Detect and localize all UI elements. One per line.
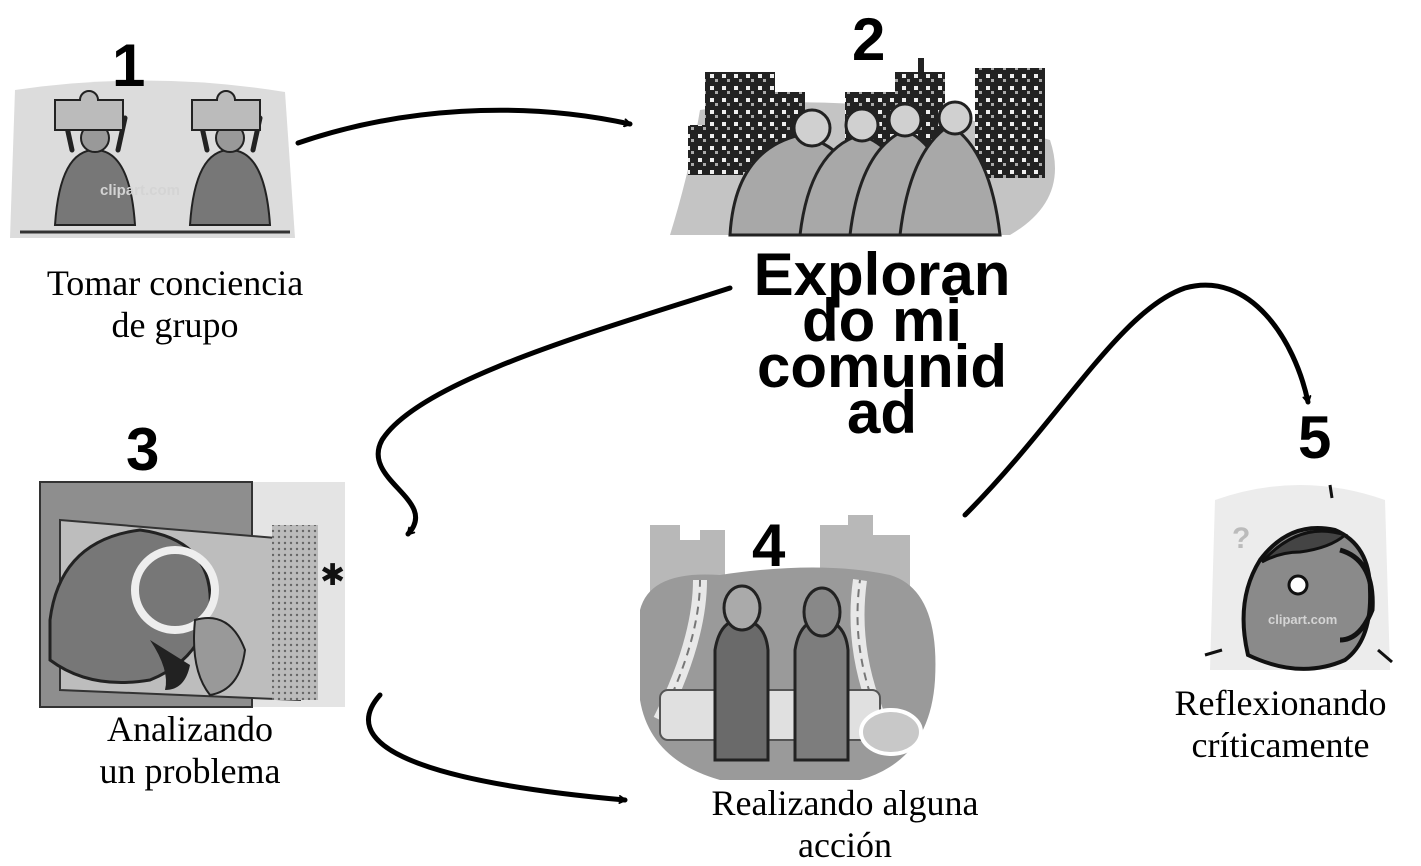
- step-2-caption-line-3: comunid: [757, 333, 1007, 400]
- thinking-person-icon: ?: [1204, 484, 1393, 671]
- step-5-watermark: clipart.com: [1268, 612, 1338, 627]
- step-1-caption-line-1: Tomar conciencia: [46, 263, 304, 303]
- detective-pipe-icon: ✱: [39, 481, 345, 708]
- step-2-caption-line-1: Exploran: [753, 241, 1011, 308]
- svg-text:?: ?: [1232, 522, 1250, 555]
- step-4-caption: Realizando alguna acción: [640, 782, 1050, 866]
- puzzle-people-icon: [10, 80, 295, 238]
- people-on-road-icon: [640, 515, 936, 780]
- step-1-caption-line-2: de grupo: [111, 305, 239, 345]
- step-5-caption-line-1: Reflexionando: [1174, 683, 1387, 723]
- arrow-2-to-3: [375, 285, 733, 537]
- svg-text:✱: ✱: [320, 558, 345, 593]
- step-3-caption-line-2: un problema: [99, 751, 281, 791]
- step-4-caption-line-2: acción: [798, 825, 892, 865]
- step-4-number: 4: [752, 512, 786, 579]
- step-2-caption-line-4: ad: [846, 379, 918, 446]
- step-5-number: 5: [1298, 404, 1332, 471]
- step-1-watermark: clipart.com: [100, 182, 181, 199]
- step-5-caption-line-2: críticamente: [1191, 725, 1370, 765]
- step-2-number: 2: [852, 6, 886, 73]
- step-1-caption: Tomar conciencia de grupo: [0, 262, 350, 346]
- step-4-caption-line-1: Realizando alguna: [711, 783, 979, 823]
- step-2-caption: Exploran do mi comunid ad: [732, 241, 1032, 446]
- step-2-caption-line-2: do mi: [802, 287, 962, 354]
- step-5-caption: Reflexionando críticamente: [1140, 682, 1421, 766]
- arrow-1-to-2: [295, 107, 633, 146]
- arrow-3-to-4: [366, 692, 628, 805]
- step-3-caption-line-1: Analizando: [107, 709, 273, 749]
- step-3-caption: Analizando un problema: [30, 708, 350, 792]
- step-1-number: 1: [112, 32, 146, 99]
- city-crowd-icon: [670, 58, 1055, 237]
- arrow-4-to-5: [962, 282, 1312, 518]
- step-3-number: 3: [126, 416, 160, 483]
